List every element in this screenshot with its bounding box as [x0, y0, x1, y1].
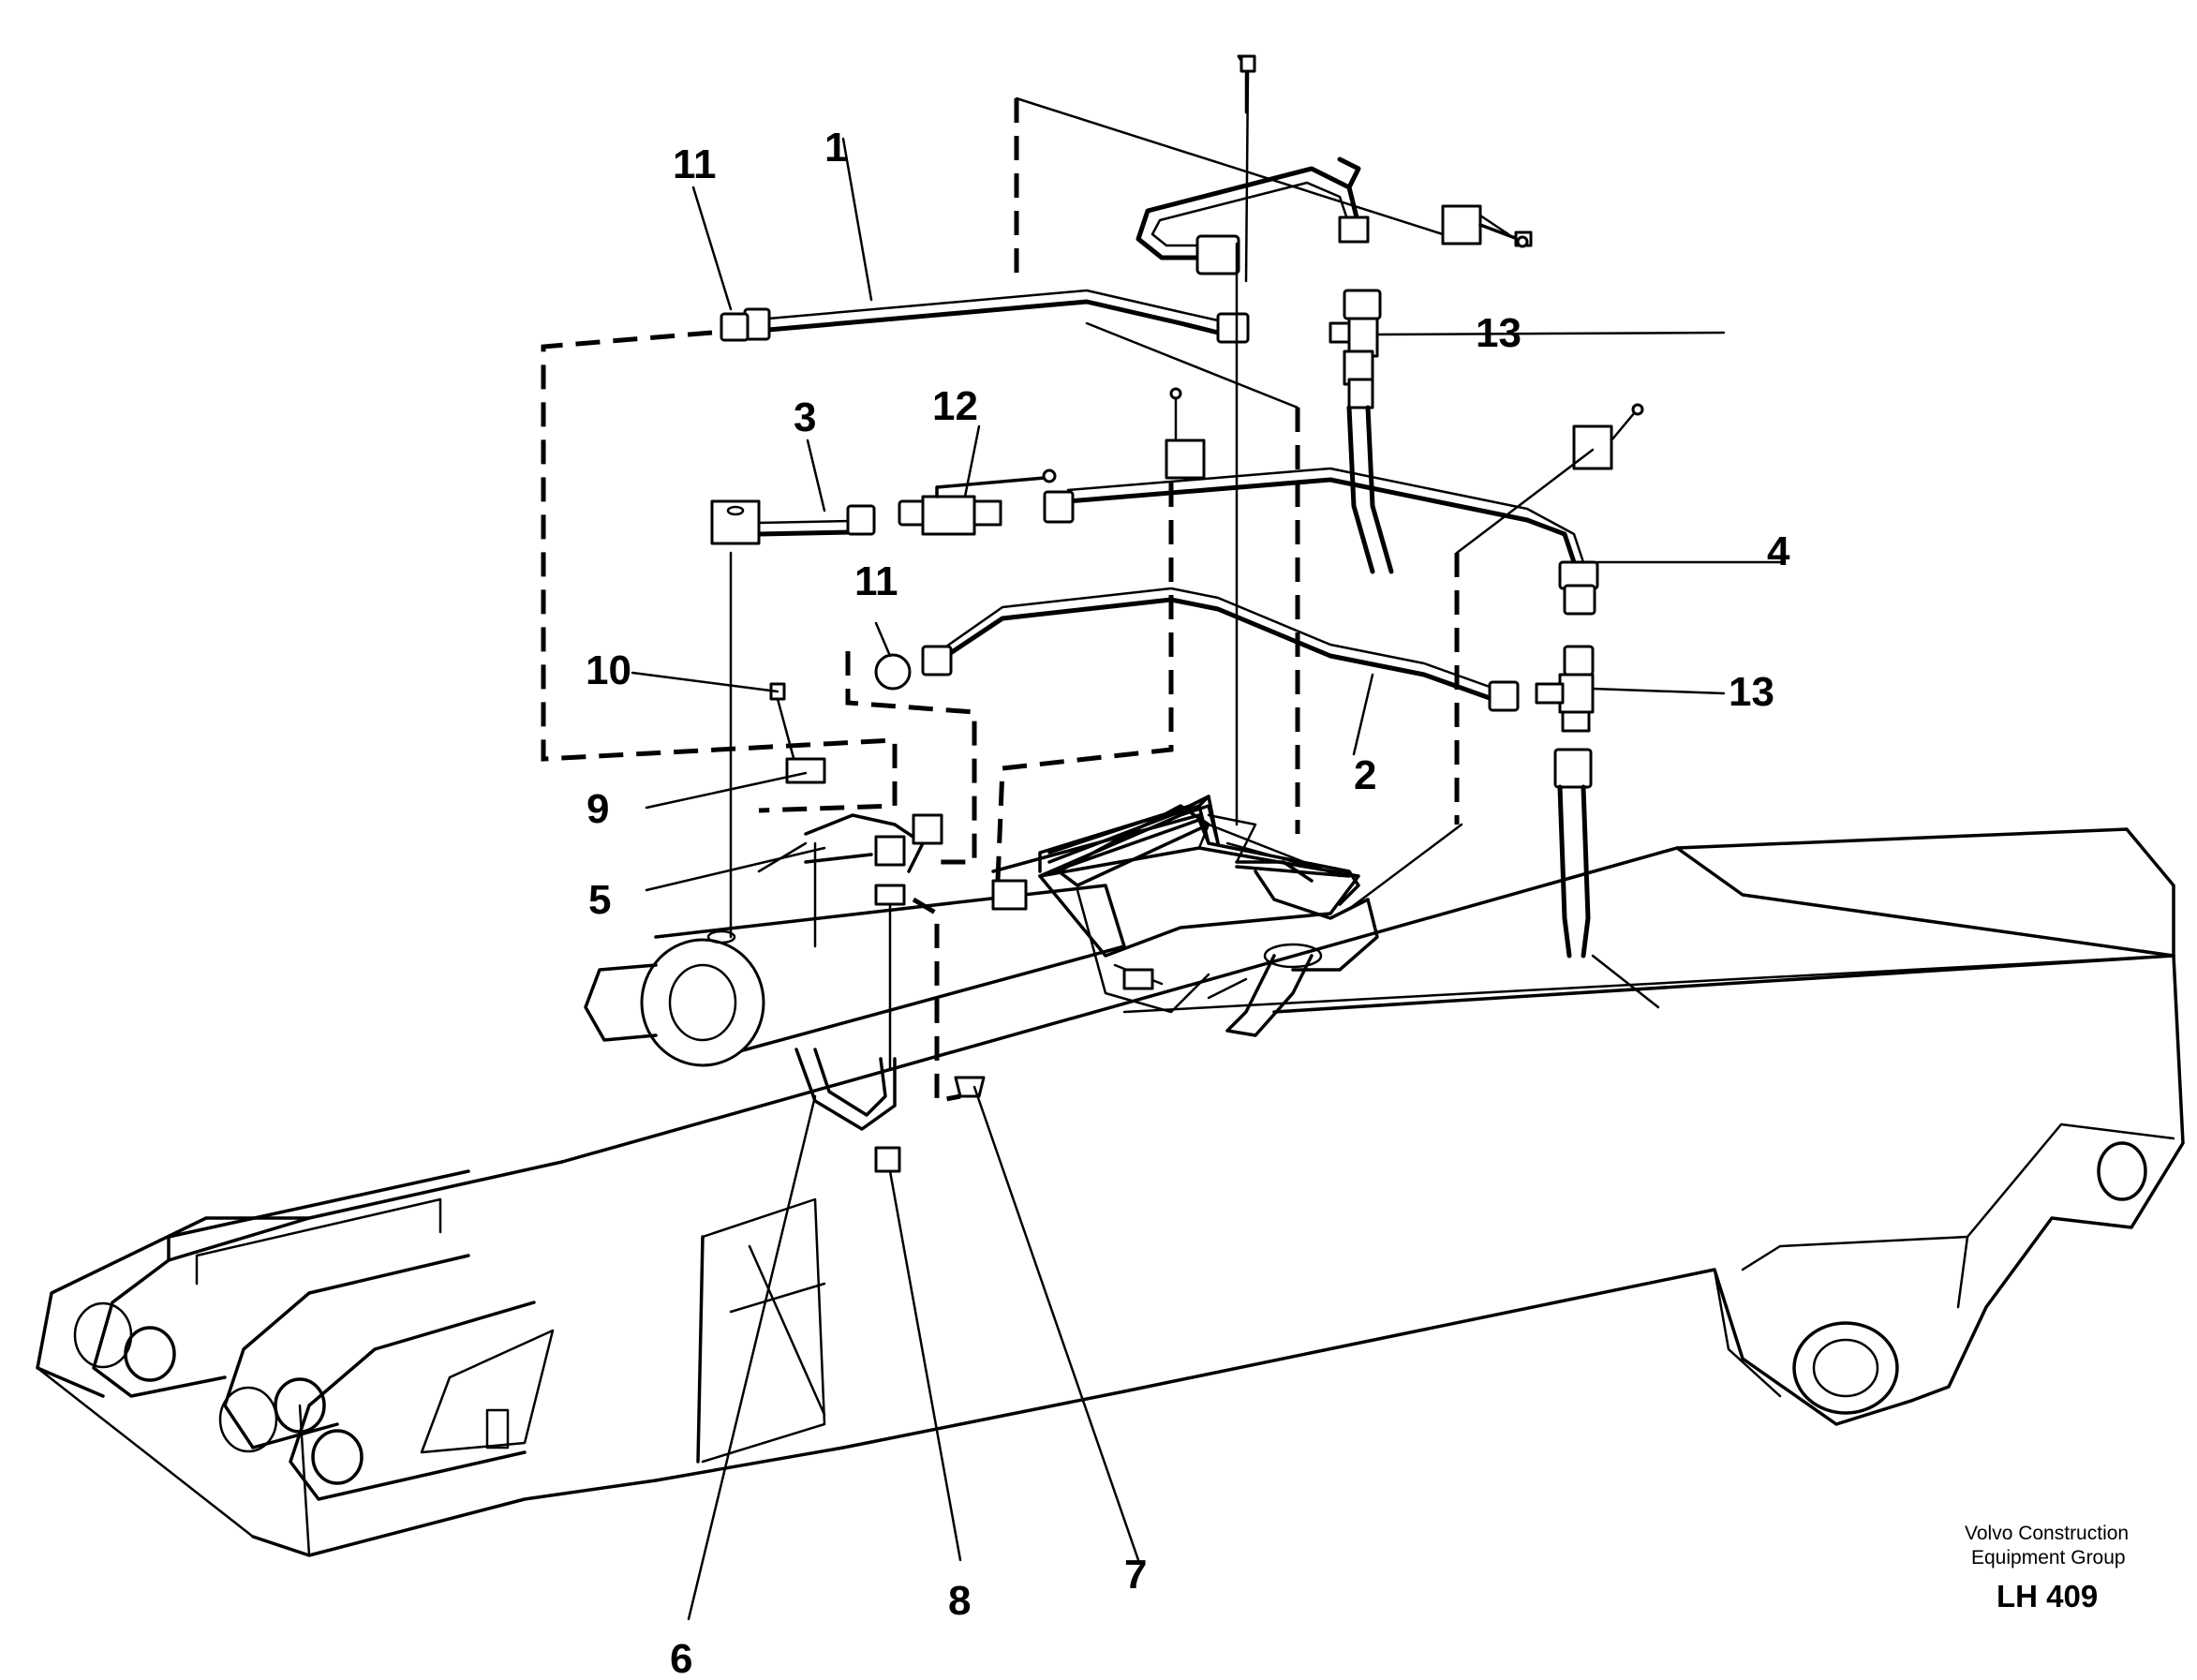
clamp-top-right [1441, 204, 1533, 247]
callout-11-mid: 11 [854, 558, 898, 604]
publisher-credit: Volvo Construction Equipment Group LH 40… [1965, 1523, 2129, 1613]
callout-1: 1 [824, 125, 847, 171]
tee-13-upper [1329, 289, 1394, 574]
pipe-upper-loop [1136, 156, 1370, 275]
boom-arm [36, 827, 2185, 1557]
clamp-right-4 [1572, 403, 1644, 470]
bolt-10 [769, 682, 798, 770]
callout-5: 5 [588, 877, 611, 923]
pipe-3 [710, 499, 929, 545]
cross-bracket [991, 795, 1220, 887]
nut-8 [874, 1146, 901, 1173]
callout-7: 7 [1124, 1552, 1147, 1598]
drawing-code: LH 409 [1997, 1579, 2098, 1613]
nut-7 [954, 1076, 986, 1098]
clamp-5 [804, 813, 943, 873]
callout-13-bottom: 13 [1729, 669, 1774, 715]
callout-labels: 1 2 3 4 5 6 7 8 9 10 11 11 12 13 13 [586, 125, 1790, 1680]
assembly-lines [541, 97, 1595, 1105]
hydraulic-cylinder [584, 884, 1210, 1067]
callout-4: 4 [1767, 528, 1790, 574]
pipe-2 [874, 587, 1520, 712]
callout-6: 6 [670, 1636, 692, 1680]
callout-8: 8 [948, 1578, 971, 1624]
callout-11-top: 11 [673, 141, 717, 187]
valve-12 [921, 468, 1057, 536]
leader-lines [631, 137, 1782, 1621]
callout-10: 10 [586, 647, 631, 693]
pipe-1 [720, 289, 1250, 344]
pipe-4 [1043, 467, 1599, 616]
clamp-9 [785, 757, 826, 784]
callout-9: 9 [586, 786, 609, 832]
callout-3: 3 [794, 394, 816, 440]
callout-13-top: 13 [1476, 310, 1522, 356]
clamp-6 [794, 884, 906, 1131]
credit-line-1: Volvo Construction [1965, 1523, 2129, 1544]
bolt-clamp-top-right [1478, 214, 1529, 248]
plug-top [1240, 54, 1256, 283]
callout-2: 2 [1354, 752, 1376, 798]
tee-13-lower [1535, 645, 1595, 959]
credit-line-2: Equipment Group [1971, 1547, 2126, 1568]
callout-12: 12 [932, 383, 978, 429]
